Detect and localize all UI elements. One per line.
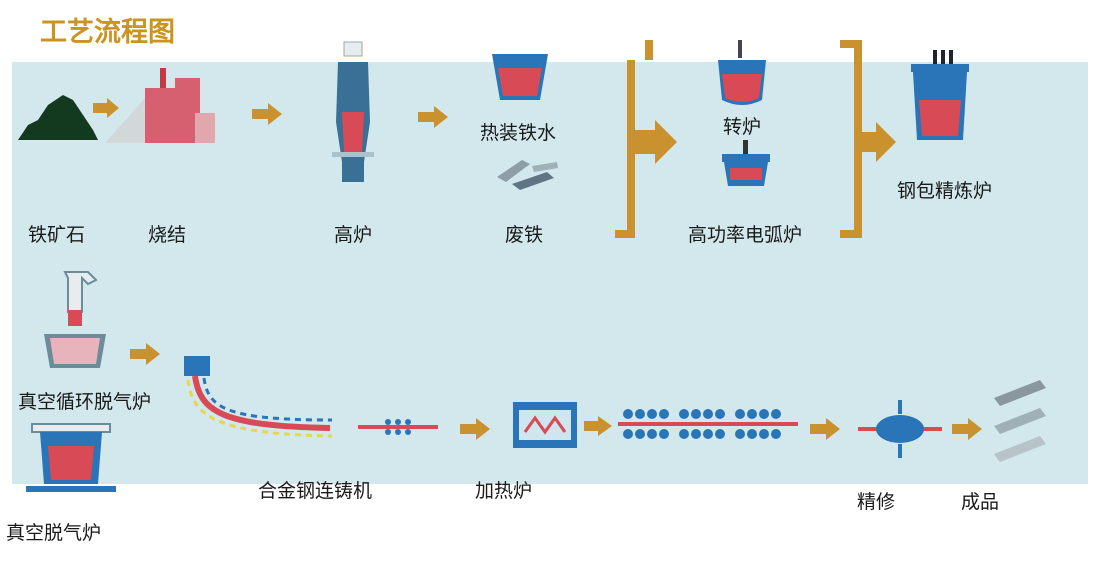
label-hot-metal: 热装铁水 — [480, 122, 557, 144]
bracket-steelmaking-in — [615, 40, 677, 238]
label-rh-degasser: 真空循环脱气炉 — [18, 391, 152, 413]
arrow-degasser-to-caster — [130, 343, 160, 365]
arrow-sinter-to-bf — [252, 103, 282, 125]
iron-ore-icon — [18, 95, 98, 140]
label-converter: 转炉 — [723, 116, 762, 138]
label-eaf: 高功率电弧炉 — [688, 224, 803, 246]
arrow-mill-to-finishing — [810, 418, 840, 440]
finishing-icon — [858, 400, 942, 458]
electric-arc-furnace-icon — [722, 140, 770, 186]
label-scrap: 废铁 — [505, 224, 544, 246]
blast-furnace-icon — [332, 41, 374, 182]
rh-degasser-icon — [44, 271, 106, 368]
arrow-caster-to-reheat — [460, 418, 490, 440]
label-sintering: 烧结 — [148, 224, 187, 246]
label-ladle-furnace: 钢包精炼炉 — [897, 180, 993, 202]
label-blast-furnace: 高炉 — [334, 224, 373, 246]
diagram-title: 工艺流程图 — [40, 17, 175, 48]
label-reheat-furnace: 加热炉 — [475, 480, 533, 502]
label-caster: 合金钢连铸机 — [258, 480, 373, 502]
vd-degasser-icon — [26, 423, 116, 492]
bracket-steelmaking-out — [840, 40, 896, 238]
scrap-icon — [497, 160, 558, 190]
hot-metal-ladle-icon — [492, 54, 548, 100]
label-vd-degasser: 真空脱气炉 — [6, 522, 102, 544]
label-iron-ore: 铁矿石 — [28, 224, 86, 246]
arrow-bf-to-hotmetal — [418, 106, 448, 128]
label-finishing: 精修 — [857, 491, 896, 513]
rolling-mill-icon — [618, 409, 798, 439]
sintering-plant-icon — [105, 68, 215, 143]
continuous-caster-icon — [184, 356, 333, 438]
ladle-refining-furnace-icon — [911, 50, 969, 140]
label-product: 成品 — [961, 491, 1000, 513]
reheat-furnace-icon — [513, 402, 577, 448]
arrow-finishing-to-product — [952, 418, 982, 440]
arrow-reheat-to-mill — [584, 416, 612, 436]
arrow-ore-to-sinter — [93, 98, 119, 118]
converter-icon — [718, 40, 766, 105]
product-icon — [994, 380, 1046, 462]
billet-icon — [358, 419, 438, 435]
